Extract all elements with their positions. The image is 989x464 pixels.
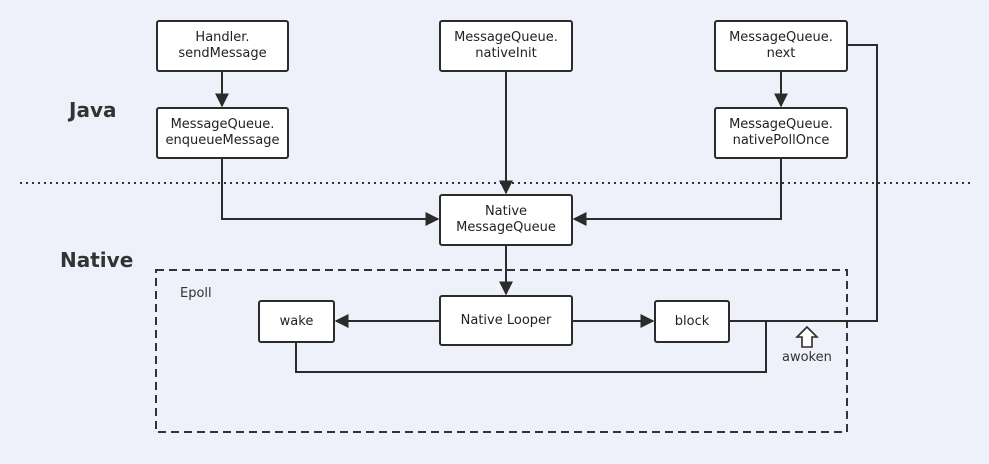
node-mq-enqueuemessage-line1: MessageQueue. bbox=[170, 117, 275, 132]
node-mq-nativeinit: MessageQueue. nativeInit bbox=[439, 20, 573, 72]
edge-wake-loop bbox=[295, 321, 767, 373]
awoken-label: awoken bbox=[782, 350, 832, 365]
edge-pollonce-to-nativemq bbox=[572, 158, 782, 226]
node-handler-sendmessage-line2: sendMessage bbox=[178, 46, 267, 61]
node-mq-next-line1: MessageQueue. bbox=[729, 30, 833, 45]
epoll-container bbox=[155, 269, 848, 433]
node-native-messagequeue-line1: Native bbox=[484, 204, 528, 219]
node-handler-sendmessage-line1: Handler. bbox=[195, 30, 250, 45]
node-mq-next-line2: next bbox=[766, 46, 796, 61]
node-mq-next: MessageQueue. next bbox=[714, 20, 848, 72]
node-mq-nativepollonce: MessageQueue. nativePollOnce bbox=[714, 107, 848, 159]
awoken-arrow-icon bbox=[795, 325, 819, 348]
node-mq-nativepollonce-line2: nativePollOnce bbox=[732, 133, 830, 148]
node-mq-nativeinit-line2: nativeInit bbox=[475, 46, 537, 61]
node-mq-enqueuemessage: MessageQueue. enqueueMessage bbox=[156, 107, 289, 159]
node-wake: wake bbox=[258, 300, 335, 343]
node-mq-nativeinit-line1: MessageQueue. bbox=[454, 30, 558, 45]
epoll-label: Epoll bbox=[180, 286, 212, 301]
java-layer-label: Java bbox=[69, 98, 117, 122]
node-mq-nativepollonce-line1: MessageQueue. bbox=[729, 117, 833, 132]
node-native-looper: Native Looper bbox=[439, 295, 573, 346]
node-mq-enqueuemessage-line2: enqueueMessage bbox=[165, 133, 280, 148]
node-native-messagequeue-line2: MessageQueue bbox=[456, 220, 556, 235]
node-handler-sendmessage: Handler. sendMessage bbox=[156, 20, 289, 72]
node-block: block bbox=[654, 300, 730, 343]
node-native-messagequeue: Native MessageQueue bbox=[439, 194, 573, 246]
native-layer-label: Native bbox=[60, 248, 134, 272]
edge-block-to-next bbox=[729, 44, 878, 322]
edge-enqueue-to-nativemq bbox=[221, 158, 440, 226]
